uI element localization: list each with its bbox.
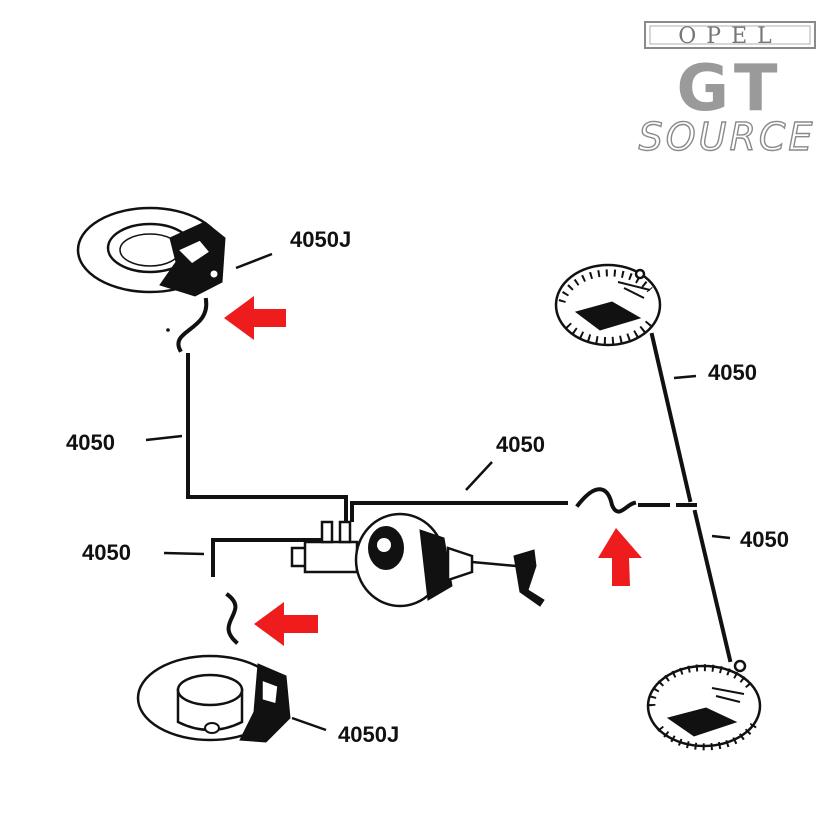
lower-hub-top bbox=[176, 673, 244, 707]
label-left-pipe-upper: 4050 bbox=[66, 430, 115, 455]
lower-caliper bbox=[239, 663, 291, 743]
front-lower-disc-brake bbox=[136, 654, 291, 743]
label-front-lower-hose: 4050J bbox=[338, 722, 399, 747]
label-left-pipe-lower: 4050 bbox=[82, 540, 131, 565]
leader-center bbox=[465, 461, 493, 491]
upper-drum-nipple bbox=[634, 268, 646, 280]
master-cylinder-body bbox=[303, 540, 359, 574]
lower-drum-spring bbox=[711, 687, 745, 703]
leader-left-lower bbox=[163, 551, 205, 556]
label-right-pipe-upper: 4050 bbox=[708, 360, 757, 385]
upper-hose bbox=[176, 297, 209, 353]
leader-left-upper bbox=[145, 434, 183, 442]
logo-brand: OPEL bbox=[678, 24, 782, 49]
brake-lines bbox=[166, 297, 733, 663]
leader-lower-hose bbox=[291, 716, 327, 732]
left-front-line bbox=[186, 353, 348, 522]
label-right-pipe-lower: 4050 bbox=[740, 527, 789, 552]
pushrod bbox=[471, 560, 517, 568]
lower-drum-nipple bbox=[733, 659, 747, 673]
logo-inner-frame bbox=[649, 25, 811, 45]
label-center-pipe: 4050 bbox=[496, 432, 545, 457]
front-upper-disc-brake bbox=[76, 206, 226, 297]
logo-model: GT bbox=[676, 52, 783, 126]
booster-port bbox=[377, 538, 391, 552]
brake-pedal bbox=[513, 549, 545, 607]
leader-front-hose bbox=[235, 252, 273, 270]
leader-right-lower bbox=[711, 534, 731, 540]
upper-caliper-detail bbox=[176, 239, 212, 265]
booster-bellows bbox=[446, 546, 474, 582]
lower-caliper-detail bbox=[261, 678, 279, 705]
upper-drum-cylinder bbox=[574, 301, 642, 331]
center-hose bbox=[575, 487, 637, 514]
lower-hose bbox=[225, 592, 239, 645]
logo-tagline: SOURCE bbox=[639, 115, 816, 159]
lower-hub-stub bbox=[204, 722, 220, 734]
arrow-icon bbox=[224, 296, 286, 340]
logo: OPEL GT SOURCE bbox=[638, 21, 816, 160]
arrow-icon bbox=[254, 602, 318, 646]
upper-shoe-bottom bbox=[565, 316, 656, 345]
label-front-left-hose: 4050J bbox=[290, 227, 351, 252]
dot-marker bbox=[166, 328, 170, 332]
part-labels: 4050J 4050 4050 4050 4050 4050 4050J bbox=[66, 227, 789, 747]
rear-lower-drum-brake bbox=[646, 659, 762, 751]
right-lower-line bbox=[692, 509, 733, 663]
right-upper-line bbox=[649, 332, 693, 503]
upper-caliper-bolt bbox=[209, 269, 219, 279]
lower-shoe-bottom bbox=[657, 718, 760, 751]
leader-lines bbox=[145, 252, 731, 732]
master-cylinder-port-2 bbox=[338, 520, 352, 544]
arrow-icon bbox=[598, 528, 642, 586]
center-line bbox=[350, 501, 568, 522]
indicator-arrows bbox=[224, 296, 642, 646]
leader-right-upper bbox=[673, 374, 697, 380]
lower-drum-cylinder bbox=[666, 707, 738, 737]
master-cylinder-assembly bbox=[290, 512, 545, 608]
rear-upper-drum-brake bbox=[554, 263, 662, 347]
booster-rear bbox=[419, 529, 453, 601]
master-cylinder-port-1 bbox=[320, 520, 334, 544]
upper-drum-spring bbox=[617, 281, 651, 299]
